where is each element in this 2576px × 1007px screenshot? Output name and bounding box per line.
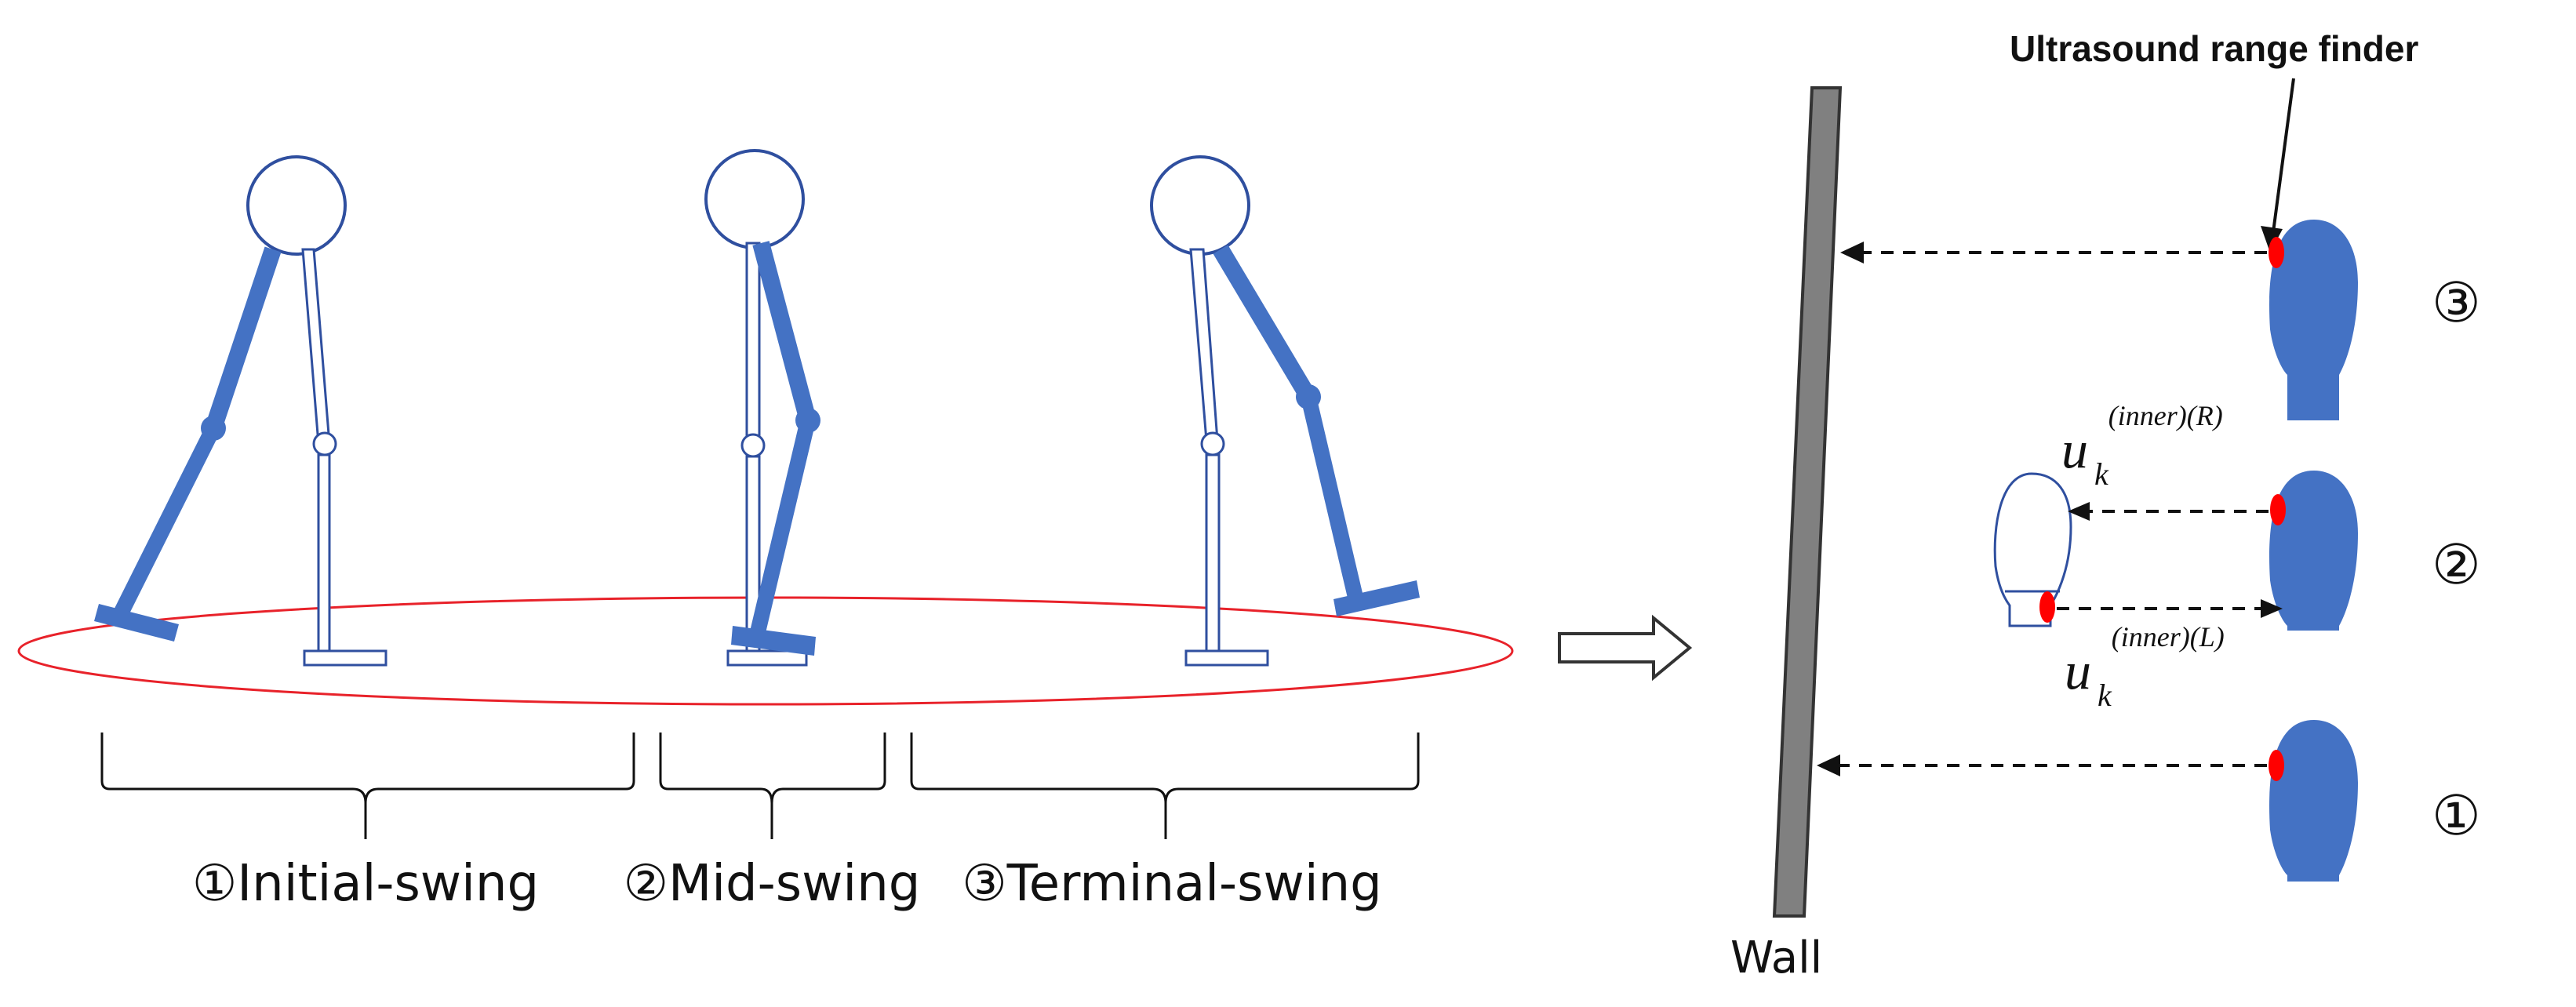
phase-label-mid-swing: ②Mid-swing: [624, 855, 921, 913]
stance-knee: [1200, 431, 1225, 456]
swing-thigh: [1213, 245, 1316, 402]
swing-shank: [112, 424, 220, 620]
other-foot-outline: [1993, 472, 2072, 627]
phase-label-initial-swing: ①Initial-swing: [192, 855, 539, 913]
figure-mid-swing: [704, 149, 820, 667]
ultrasound-title: Ultrasound range finder: [2010, 28, 2418, 69]
math-u-right-sub: k: [2094, 456, 2109, 492]
math-u-right-sup: (inner)(R): [2108, 400, 2223, 431]
foot-shape: [2269, 720, 2358, 882]
stance-foot: [1184, 649, 1269, 667]
brace-terminal-swing: [910, 733, 1420, 839]
distance-arrow-right-head: [2068, 502, 2090, 521]
head: [246, 155, 347, 256]
title-leader-line: [2272, 78, 2295, 233]
ultrasound-sensor-dot-left: [2039, 591, 2055, 623]
stance-thigh: [745, 242, 761, 442]
wall: [1772, 86, 1843, 918]
stance-shank: [317, 453, 331, 653]
foot-bottom: ①: [1817, 720, 2481, 882]
stance-shank: [1205, 453, 1221, 653]
transition-arrow-icon: [1558, 614, 1693, 682]
stance-thigh: [1189, 248, 1219, 442]
math-u-left-sub: k: [2098, 678, 2112, 713]
phase-label-terminal-swing: ③Terminal-swing: [962, 855, 1382, 913]
sensor-panel: Wall Ultrasound range finder ③: [1730, 28, 2481, 983]
figure-initial-swing: [94, 155, 387, 667]
wall-label: Wall: [1730, 932, 1822, 983]
stance-knee: [740, 433, 766, 458]
ultrasound-sensor-dot: [2270, 494, 2286, 525]
math-u-left-sup: (inner)(L): [2112, 621, 2225, 653]
ultrasound-sensor-dot: [2269, 750, 2284, 781]
marker-three: ③: [2432, 271, 2481, 335]
math-u-left-base: u: [2065, 641, 2091, 700]
math-u-right-base: u: [2061, 420, 2088, 479]
brace-mid-swing: [659, 733, 886, 839]
math-u-left: u k (inner)(L): [2065, 621, 2225, 713]
distance-arrowhead: [1817, 754, 1840, 776]
figure-terminal-swing: [1150, 155, 1420, 667]
swing-foot: [731, 626, 816, 656]
swing-shank: [750, 418, 816, 634]
marker-one: ①: [2432, 783, 2481, 848]
foot-shape: [2269, 471, 2358, 631]
swing-thigh: [752, 241, 817, 423]
swing-shank: [1301, 394, 1365, 606]
head: [1150, 155, 1250, 256]
foot-middle: u k (inner)(R) u k (inner)(L) ②: [1993, 400, 2481, 713]
foot-shape: [2269, 220, 2358, 420]
brace-initial-swing: [100, 733, 635, 839]
foot-top: ③: [1840, 220, 2481, 420]
title-leader-arrowhead: [2261, 226, 2283, 253]
distance-arrow-left-head: [2261, 599, 2283, 618]
swing-thigh: [205, 246, 282, 431]
math-u-right: u k (inner)(R): [2061, 400, 2223, 492]
gait-phases-panel: ①Initial-swing ②Mid-swing ③Terminal-swin…: [17, 149, 1514, 913]
distance-arrowhead: [1840, 242, 1864, 264]
swing-foot: [1333, 580, 1420, 616]
swing-foot: [94, 604, 179, 642]
stance-foot: [303, 649, 387, 667]
marker-two: ②: [2432, 533, 2481, 597]
head: [704, 149, 805, 249]
stance-knee: [312, 431, 337, 456]
ultrasound-sensor-dot: [2269, 237, 2284, 268]
stance-thigh: [301, 248, 331, 445]
stance-foot: [726, 649, 808, 667]
